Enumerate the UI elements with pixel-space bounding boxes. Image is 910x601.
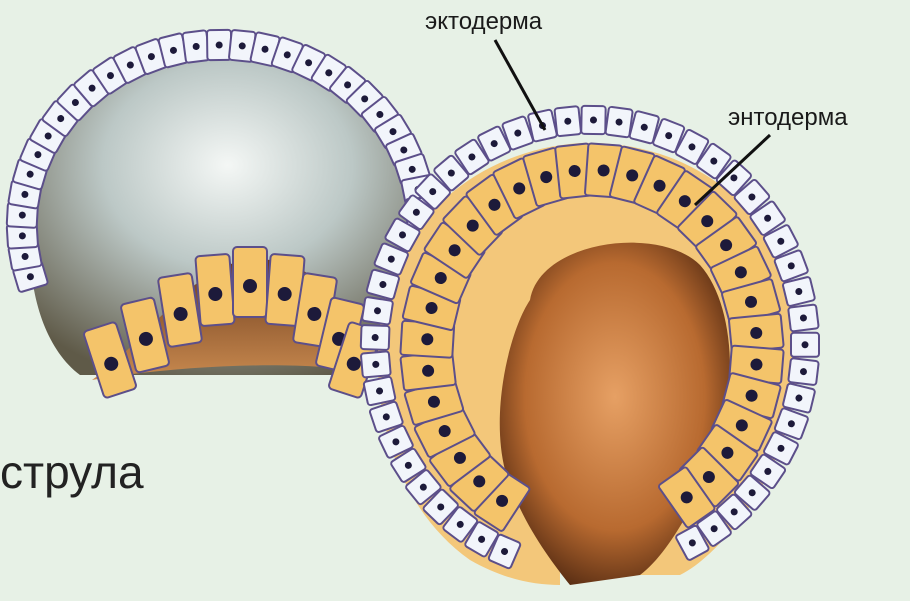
ectoderm-cell <box>554 106 581 136</box>
ectoderm-cell <box>788 304 819 331</box>
ectoderm-cell <box>581 106 605 134</box>
ectoderm-cell <box>605 107 633 138</box>
ectoderm-cell <box>791 333 819 357</box>
ectoderm-cell <box>361 325 390 350</box>
nucleus <box>801 341 808 348</box>
caption-text: струла <box>0 445 144 499</box>
ectoderm-label: эктодерма <box>425 8 542 36</box>
endoderm-cell <box>233 247 267 317</box>
endoderm-label: энтодерма <box>728 104 848 132</box>
ectoderm-cell <box>363 376 395 405</box>
ectoderm-cell <box>362 297 393 325</box>
ectoderm-cell <box>782 277 815 307</box>
ectoderm-cell <box>361 351 391 377</box>
nucleus <box>243 279 257 293</box>
ectoderm-cell <box>182 30 210 63</box>
ectoderm-cell <box>788 358 819 385</box>
gastrula <box>361 106 819 585</box>
endoderm-cell <box>195 254 234 326</box>
ectoderm-cell <box>207 30 231 60</box>
